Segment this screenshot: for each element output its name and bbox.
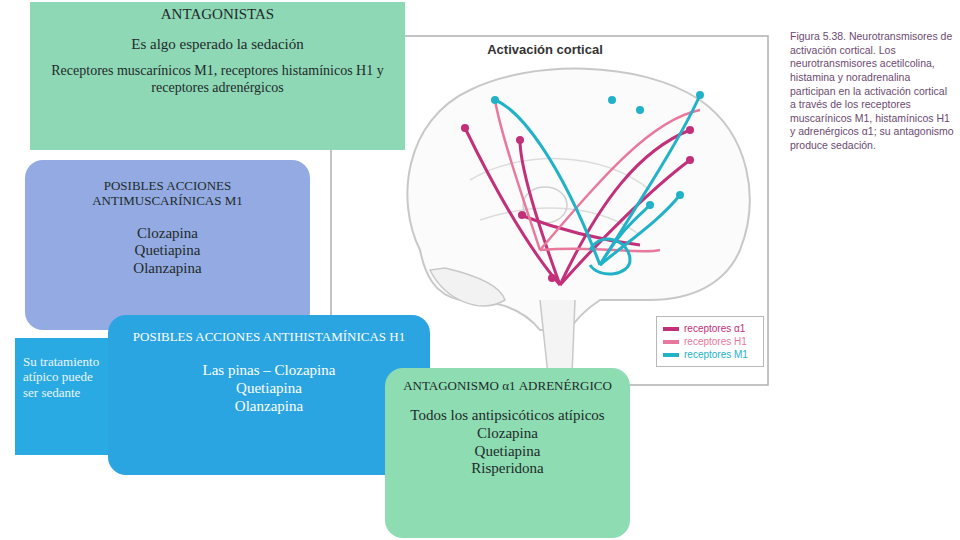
text-box: POSIBLES ACCIONES ANTIHISTAMÍNICAS H1 Las… (108, 315, 430, 475)
box-text: Clozapina (137, 225, 198, 243)
box-text: Olanzapina (133, 260, 201, 278)
box-text: Es algo esperado la sedación (131, 36, 303, 54)
legend-swatch (663, 327, 679, 331)
legend-row: receptores M1 (663, 349, 757, 360)
box-text: Quetiapina (236, 380, 302, 398)
box-text: Risperidona (471, 460, 544, 478)
box-text: Todos los antipsicóticos atípicos (410, 407, 604, 425)
legend-swatch (663, 340, 679, 344)
box-text: Clozapina (477, 425, 538, 443)
legend-text: receptores H1 (684, 336, 747, 347)
legend-swatch (663, 353, 679, 357)
box-text: Quetiapina (135, 242, 201, 260)
figure-caption: Figura 5.38. Neurotransmisores de activa… (790, 30, 955, 153)
box-heading: ANTAGONISMO α1 ADRENÉRGICO (403, 378, 612, 393)
text-box: ANTAGONISTAS Es algo esperado la sedación… (30, 2, 405, 150)
box-text: Receptores muscarínicos M1, receptores h… (44, 63, 391, 96)
legend-text: receptores M1 (684, 349, 748, 360)
legend-row: receptores α1 (663, 323, 757, 334)
box-heading: ANTAGONISTAS (161, 6, 274, 24)
legend-row: receptores H1 (663, 336, 757, 347)
box-heading: POSIBLES ACCIONES ANTIHISTAMÍNICAS H1 (133, 329, 405, 344)
text-box: POSIBLES ACCIONES ANTIMUSCARÍNICAS M1 Clo… (25, 160, 310, 330)
illustration-title: Activación cortical (470, 42, 620, 57)
box-heading: POSIBLES ACCIONES ANTIMUSCARÍNICAS M1 (39, 178, 296, 209)
box-heading: Su tratamiento atípico puede ser sedante (23, 354, 100, 400)
text-box: ANTAGONISMO α1 ADRENÉRGICO Todos los anti… (385, 368, 630, 538)
legend-text: receptores α1 (684, 323, 745, 334)
box-text: Olanzapina (235, 398, 303, 416)
box-text: Las pinas – Clozapina (203, 362, 336, 380)
legend: receptores α1 receptores H1 receptores M1 (656, 316, 764, 367)
box-text: Quetiapina (475, 443, 541, 461)
